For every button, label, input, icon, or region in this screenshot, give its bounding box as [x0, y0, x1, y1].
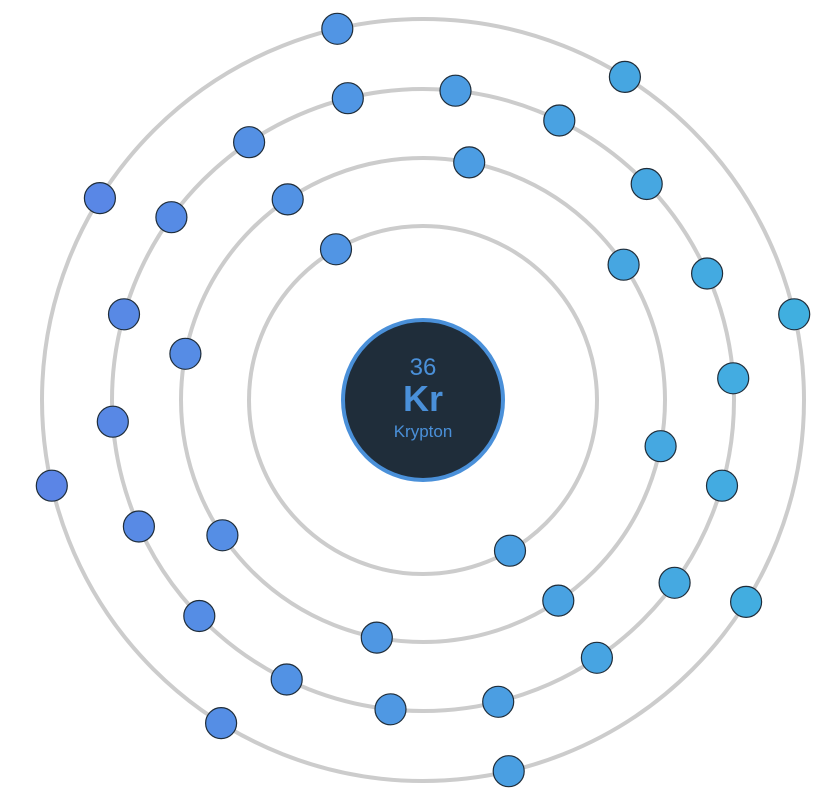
electron-shell-2-1: [453, 146, 486, 179]
element-name: Krypton: [394, 422, 453, 441]
nucleus: 36 Kr Krypton: [341, 318, 505, 482]
electron-shell-2-5: [360, 621, 393, 654]
electron-shell-2-3: [644, 430, 677, 463]
electron-shell-3-10: [482, 685, 515, 718]
nucleus-circle: [341, 318, 505, 482]
electron-shell-3-16: [107, 298, 141, 331]
atomic-number: 36: [410, 354, 437, 381]
electron-shell-1-2: [493, 534, 527, 567]
electron-shell-3-15: [96, 405, 129, 438]
electron-shell-3-14: [122, 510, 155, 543]
electron-shell-4-3: [492, 755, 525, 788]
electron-shell-4-4: [205, 706, 238, 740]
orbit-shell-3: [110, 87, 736, 713]
electron-shell-3-18: [233, 126, 266, 159]
electron-shell-3-9: [580, 641, 614, 674]
electron-shell-4-6: [83, 182, 117, 215]
electron-shell-2-7: [169, 337, 202, 370]
electron-shell-2-8: [271, 183, 304, 216]
electron-shell-3-6: [717, 362, 750, 395]
electron-shell-2-4: [542, 584, 575, 617]
electron-shell-3-17: [155, 201, 188, 234]
electron-shell-4-7: [321, 12, 354, 45]
electron-shell-3-8: [658, 566, 691, 599]
element-symbol: Kr: [403, 378, 443, 419]
electron-shell-3-3: [543, 104, 576, 137]
electron-shell-4-5: [35, 469, 68, 502]
electron-shell-3-7: [705, 469, 739, 502]
electron-shell-3-11: [374, 693, 407, 726]
electron-shell-3-5: [690, 257, 724, 290]
electron-shell-3-1: [331, 82, 364, 115]
electron-shell-3-12: [270, 663, 303, 696]
electron-shell-4-1: [778, 298, 811, 331]
electron-shell-4-2: [729, 585, 763, 619]
electron-shell-3-13: [183, 599, 216, 633]
electron-shell-2-6: [206, 519, 239, 552]
electron-shell-3-4: [630, 167, 663, 201]
electrons: [35, 12, 811, 788]
orbit-rings: [40, 17, 806, 783]
electron-shell-3-2: [439, 74, 472, 107]
orbit-shell-1: [247, 224, 599, 576]
orbit-shell-2: [179, 156, 667, 644]
electron-shell-1-1: [319, 233, 353, 266]
orbit-shell-4: [40, 17, 806, 783]
electron-shell-2-2: [607, 248, 640, 281]
electron-shell-4-8: [608, 60, 642, 94]
